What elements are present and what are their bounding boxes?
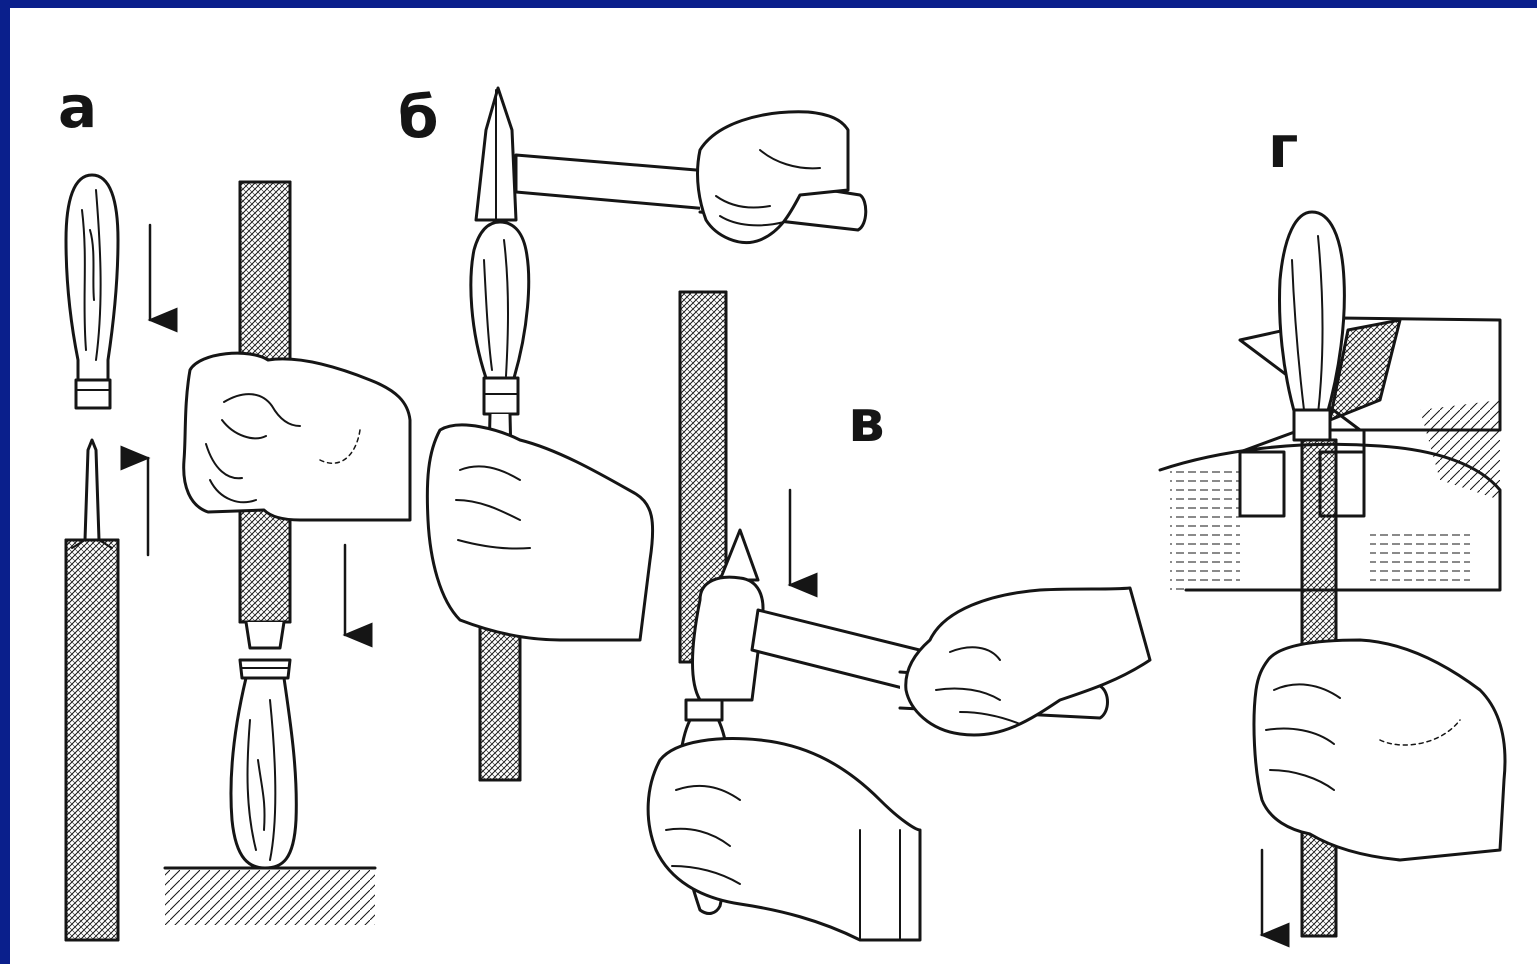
hand-icon [1254, 640, 1505, 860]
hand-icon [648, 739, 920, 940]
file-handle-icon [66, 175, 118, 408]
hand-icon [906, 588, 1150, 735]
hand-icon [427, 425, 652, 640]
panel-label-g: г [1268, 118, 1298, 176]
panel-label-b: б [398, 88, 439, 146]
file-icon [66, 440, 118, 940]
workbench-icon [165, 868, 375, 925]
vise-icon [1240, 318, 1500, 516]
file-handle-icon [231, 660, 296, 868]
panel-label-v: в [848, 392, 885, 450]
panel-label-a: а [58, 78, 97, 136]
file-handle-icon [471, 222, 529, 414]
hand-icon [184, 353, 410, 520]
